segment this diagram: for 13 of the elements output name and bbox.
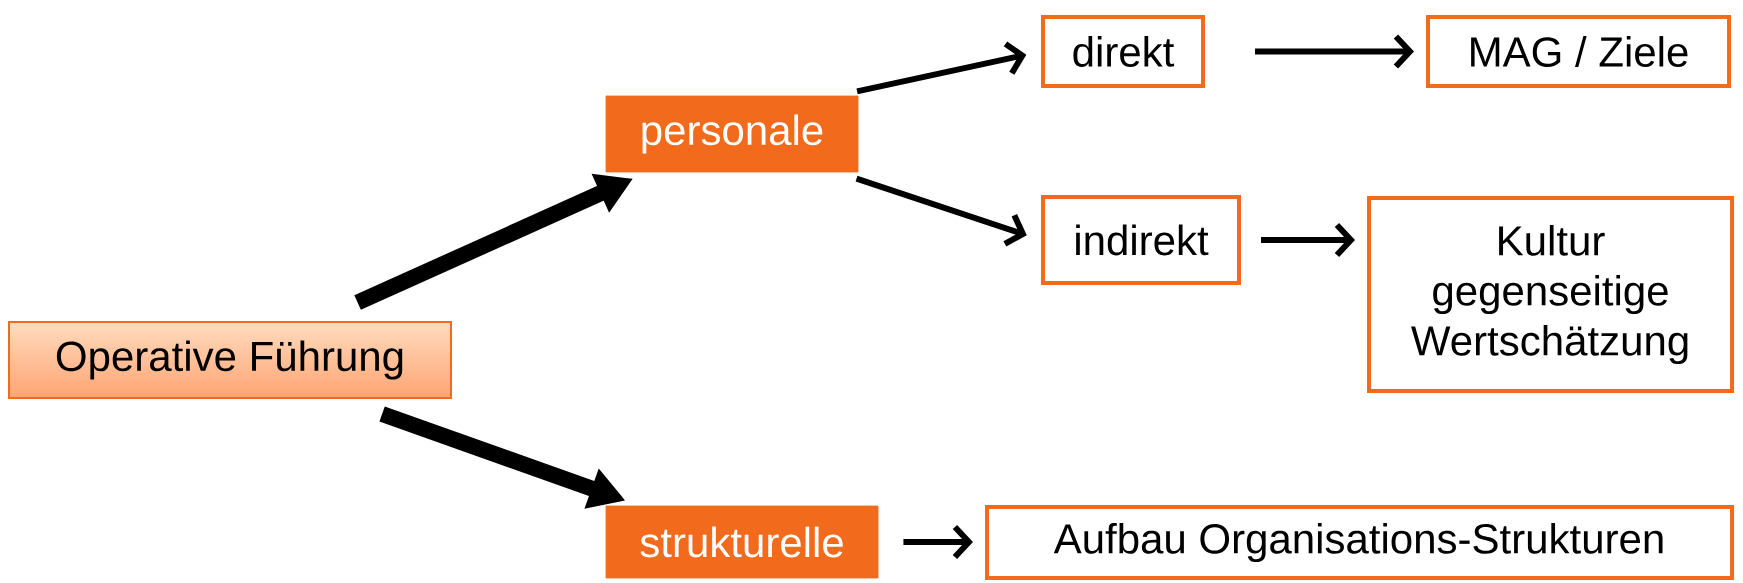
root-box: Operative Führung — [8, 321, 452, 399]
text-box: MAG / Ziele — [1426, 15, 1732, 88]
text-box: Kultur gegenseitige Wertschätzung — [1367, 196, 1735, 393]
category-box: personale — [605, 95, 859, 173]
text-box: direkt — [1041, 15, 1205, 88]
category-box: strukturelle — [605, 505, 879, 579]
arrow — [855, 175, 1027, 247]
arrow — [1261, 222, 1356, 258]
arrow — [903, 524, 973, 560]
arrow — [856, 41, 1027, 95]
arrow — [1255, 34, 1415, 69]
text-box: indirekt — [1041, 195, 1241, 285]
text-box: Aufbau Organisations-Strukturen — [985, 505, 1735, 580]
